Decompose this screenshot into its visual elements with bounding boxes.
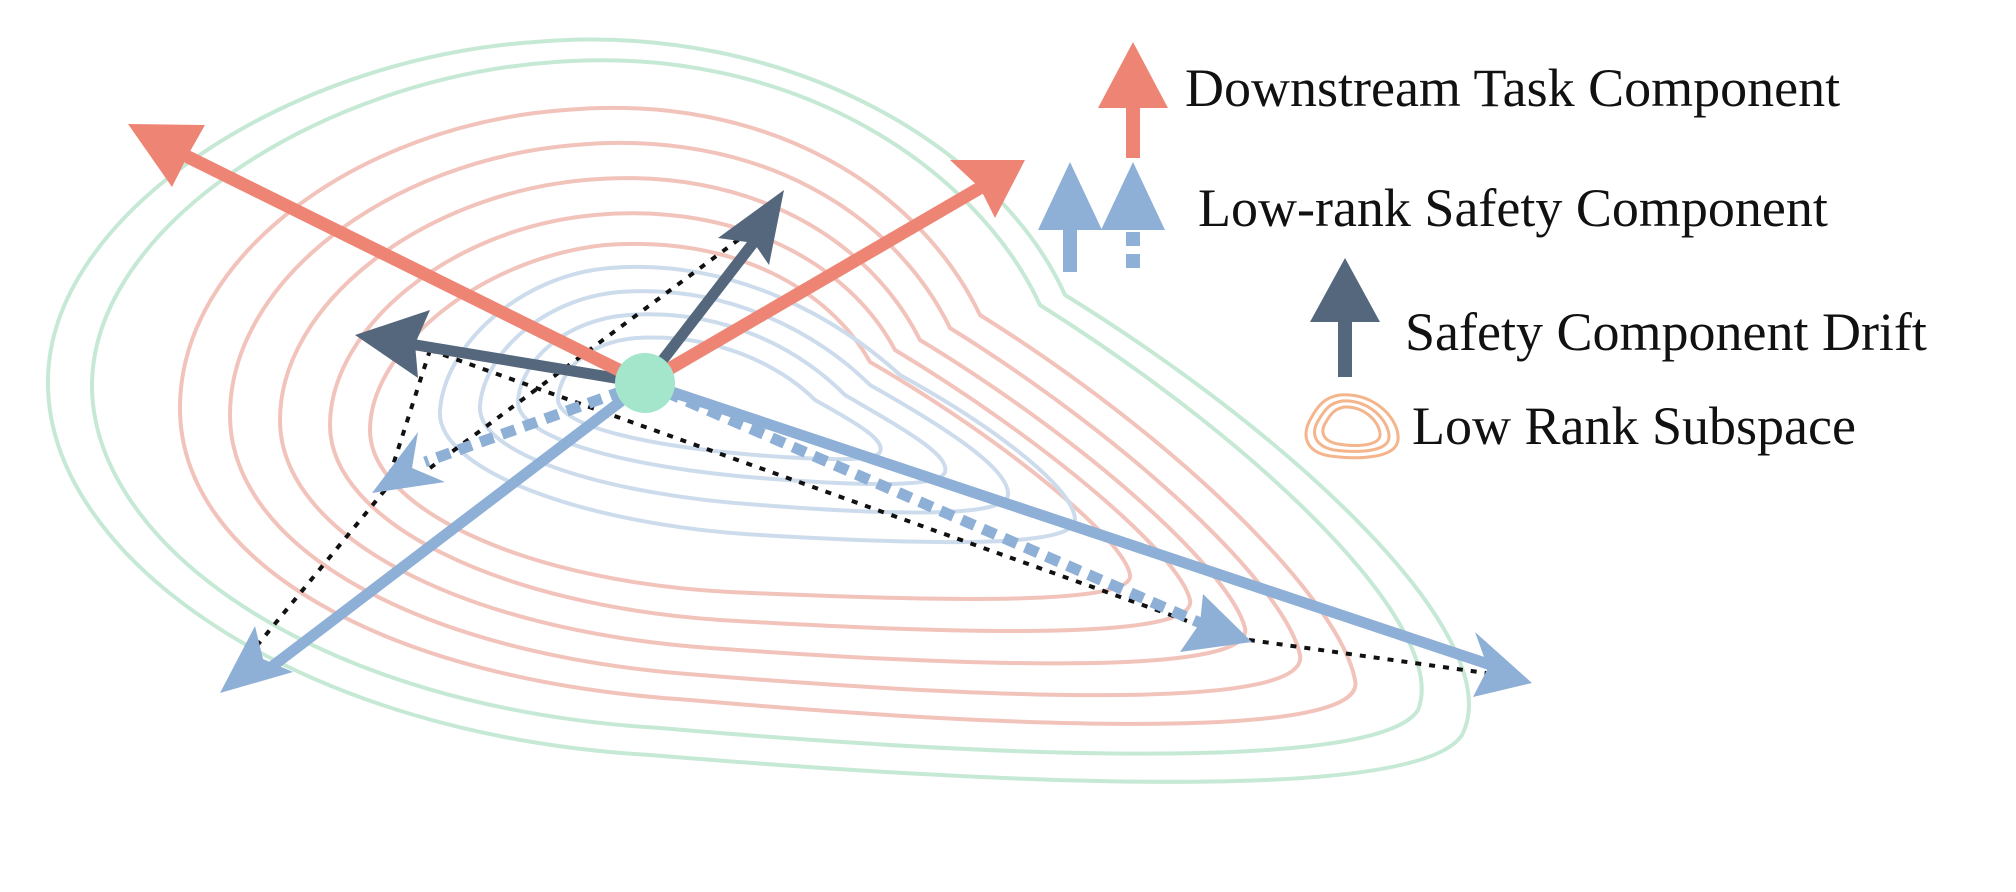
up-arrow-slate-icon: [1310, 258, 1380, 377]
contour-outer-2: [89, 58, 1424, 756]
contour-mid-3: [277, 176, 1248, 666]
legend: Downstream Task Component Low-rank Safet…: [1038, 42, 1927, 460]
downstream-arrow-shaft-2: [638, 178, 992, 390]
legend-label-subspace: Low Rank Subspace: [1412, 396, 1856, 456]
concentric-loops-icon: [1304, 393, 1400, 460]
contour-inner-2: [477, 289, 1010, 515]
drift-arrow-head-2: [718, 190, 784, 265]
dotted-lines: [253, 218, 1501, 677]
safety-dashed-head-1: [372, 432, 445, 493]
contour-mid-4: [327, 211, 1193, 634]
dotted-line-4: [383, 349, 432, 491]
downstream-arrows: [128, 124, 1025, 390]
safety-dashed-shaft-1: [423, 377, 647, 468]
contour-inner-3: [515, 312, 948, 487]
downstream-arrow-head-1: [128, 124, 205, 187]
legend-item-subspace: Low Rank Subspace: [1304, 393, 1856, 460]
drift-arrow-head-1: [355, 310, 430, 378]
safety-dashed-head-2: [1180, 594, 1252, 652]
safety-arrow-shaft-1: [264, 377, 651, 674]
downstream-arrow-head-2: [950, 160, 1025, 218]
contour-mid-5: [367, 241, 1132, 601]
legend-item-downstream: Downstream Task Component: [1098, 42, 1840, 158]
dotted-line-5: [253, 488, 387, 650]
legend-label-drift: Safety Component Drift: [1405, 302, 1927, 362]
contour-inner-4: [556, 335, 883, 462]
drift-arrow-shaft-2: [639, 232, 763, 389]
dotted-line-3: [1234, 636, 1501, 677]
contour-mid-1: [177, 105, 1358, 726]
contour-lines: [45, 37, 1471, 784]
safety-arrow-head-2: [1473, 632, 1532, 697]
legend-item-safety: Low-rank Safety Component: [1038, 162, 1828, 272]
safety-arrow-head-1: [220, 626, 293, 693]
drift-arrows: [355, 190, 784, 389]
safety-arrows: [220, 377, 1532, 697]
legend-label-downstream: Downstream Task Component: [1185, 58, 1840, 118]
contour-outer-1: [45, 37, 1471, 784]
dotted-line-2: [429, 348, 1236, 640]
contour-mid-2: [227, 140, 1303, 698]
origin-point: [615, 353, 675, 413]
two-up-arrows-blue-icon: [1038, 162, 1165, 272]
drift-arrow-shaft-1: [404, 338, 651, 389]
downstream-arrow-shaft-1: [173, 146, 652, 390]
legend-label-safety: Low-rank Safety Component: [1198, 178, 1828, 238]
legend-item-drift: Safety Component Drift: [1310, 258, 1927, 377]
up-arrow-salmon-icon: [1098, 42, 1168, 158]
safety-arrow-shaft-2: [639, 377, 1506, 674]
safety-dashed-shaft-2: [642, 377, 1208, 631]
